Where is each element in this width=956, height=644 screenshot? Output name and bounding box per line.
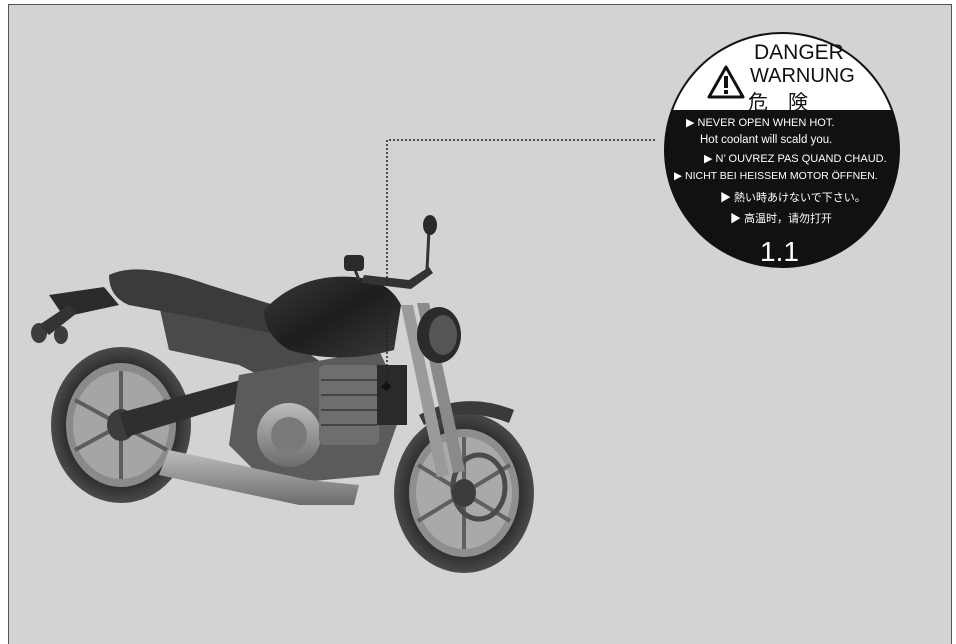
label-line-4: ▶ NICHT BEI HEISSEM MOTOR ÖFFNEN. [674, 170, 878, 182]
radiator [377, 365, 407, 425]
label-kiken: 危 険 [748, 86, 808, 115]
label-warnung: WARNUNG [750, 65, 855, 88]
label-line-5: ▶ 熱い時あけないで下さい。 [720, 189, 866, 205]
front-wheel [394, 401, 534, 573]
handlebars [344, 215, 437, 289]
pressure-rating: 1.1 [760, 236, 799, 268]
radiator-cap-warning-label: DANGER WARNUNG 危 険 ▶ NEVER OPEN WHEN HOT… [662, 30, 902, 270]
warning-triangle-icon [706, 64, 746, 100]
rear-wheel [51, 347, 191, 503]
label-line-2: Hot coolant will scald you. [700, 134, 832, 146]
label-line-1: ▶ NEVER OPEN WHEN HOT. [686, 116, 834, 129]
tail-section [31, 287, 119, 344]
label-danger: DANGER [754, 41, 844, 65]
illustration-frame: DANGER WARNUNG 危 険 ▶ NEVER OPEN WHEN HOT… [8, 4, 952, 644]
label-line-3: ▶ N’ OUVREZ PAS QUAND CHAUD. [704, 152, 887, 165]
fuel-tank [264, 277, 401, 358]
label-line-6: ▶ 高温时，请勿打开 [730, 210, 832, 226]
